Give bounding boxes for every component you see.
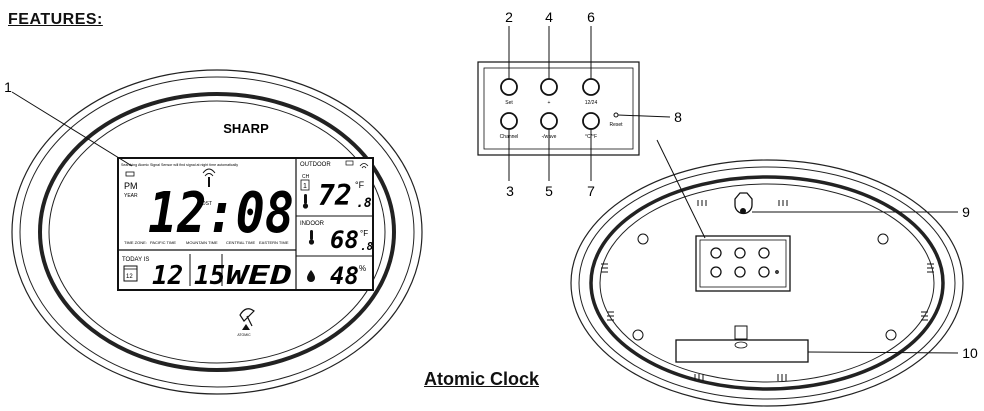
indoor-temp-decimal: .8 [360, 240, 374, 253]
12-24-button-label: 12/24 [585, 100, 598, 106]
reset-button-label: Reset [609, 122, 623, 128]
channel-label: CH [302, 174, 310, 180]
zone-mountain: MOUNTAIN TIME [186, 240, 218, 245]
date-month: 12 [152, 261, 183, 291]
outdoor-temp: 72 [318, 179, 352, 212]
rear-buttons [710, 247, 779, 278]
sensor-battery-icon [345, 160, 354, 166]
humidity-value: 48 [330, 262, 359, 290]
calendar-day: 12 [126, 274, 133, 280]
battery-door [675, 339, 809, 363]
callout-numbers: 1 2 3 4 5 6 7 8 9 10 [4, 9, 978, 361]
dst-indicator: DST [202, 201, 212, 207]
calendar-icon [123, 265, 138, 282]
outdoor-temp-decimal: .8 [356, 196, 372, 211]
zone-pacific: PACIFIC TIME [150, 240, 176, 245]
zone-central: CENTRAL TIME [226, 240, 255, 245]
zone-eastern: EASTERN TIME [259, 240, 289, 245]
date-day: 15 [194, 261, 225, 291]
callout-3: 3 [506, 183, 514, 199]
callout-9: 9 [962, 204, 970, 220]
brand-logo: SHARP [223, 121, 269, 136]
sensor-signal-icon [359, 163, 369, 169]
date-weekday: WED [226, 261, 292, 291]
lcd-banner-text: Searching Atomic Signal Sensor will find… [121, 163, 238, 167]
rear-button-panel [695, 235, 791, 292]
mounting-circles [632, 233, 897, 341]
callout-5: 5 [545, 183, 553, 199]
year-label: YEAR [124, 193, 138, 199]
callout-8: 8 [674, 109, 682, 125]
atomic-logo-text: ATOMIC [237, 333, 251, 337]
time-zone-label: TIME ZONE: [124, 240, 147, 245]
figure-caption: Atomic Clock [424, 369, 540, 389]
leader-lines [11, 26, 959, 354]
set-button-label: Set [505, 100, 513, 106]
callout-2: 2 [505, 9, 513, 25]
indoor-temp: 68 [330, 226, 359, 254]
indoor-unit: °F [360, 229, 368, 238]
callout-1: 1 [4, 79, 12, 95]
callout-4: 4 [545, 9, 553, 25]
outdoor-thermometer-icon [302, 194, 309, 209]
indoor-thermometer-icon [308, 230, 315, 245]
battery-icon [125, 171, 135, 177]
channel-box [300, 179, 310, 191]
outdoor-unit: °F [355, 180, 365, 190]
callout-7: 7 [587, 183, 595, 199]
callout-6: 6 [587, 9, 595, 25]
outdoor-label: OUTDOOR [300, 162, 331, 168]
channel-value: 1 [303, 183, 307, 190]
humidity-unit: % [359, 264, 366, 273]
plus-button-label: + [548, 100, 551, 106]
clock-time: 12:08 [148, 181, 294, 246]
today-label: TODAY IS [122, 257, 149, 263]
front-view: SHARP Searching Atomic Signal Sensor wil… [11, 69, 423, 395]
back-view [570, 159, 964, 407]
atomic-satellite-icon [239, 308, 255, 330]
signal-tower-icon [202, 168, 216, 187]
features-heading: FEATURES: [8, 11, 103, 28]
humidity-drop-icon [307, 270, 315, 282]
button-panel: Set + 12/24 Channel -/wave °C/°F Reset [477, 61, 640, 156]
lcd-display [117, 157, 374, 291]
hanging-hole [734, 192, 753, 215]
vent-slots [601, 200, 934, 381]
callout-10: 10 [962, 345, 978, 361]
ampm-indicator: PM [124, 181, 138, 191]
indoor-label: INDOOR [300, 221, 325, 227]
